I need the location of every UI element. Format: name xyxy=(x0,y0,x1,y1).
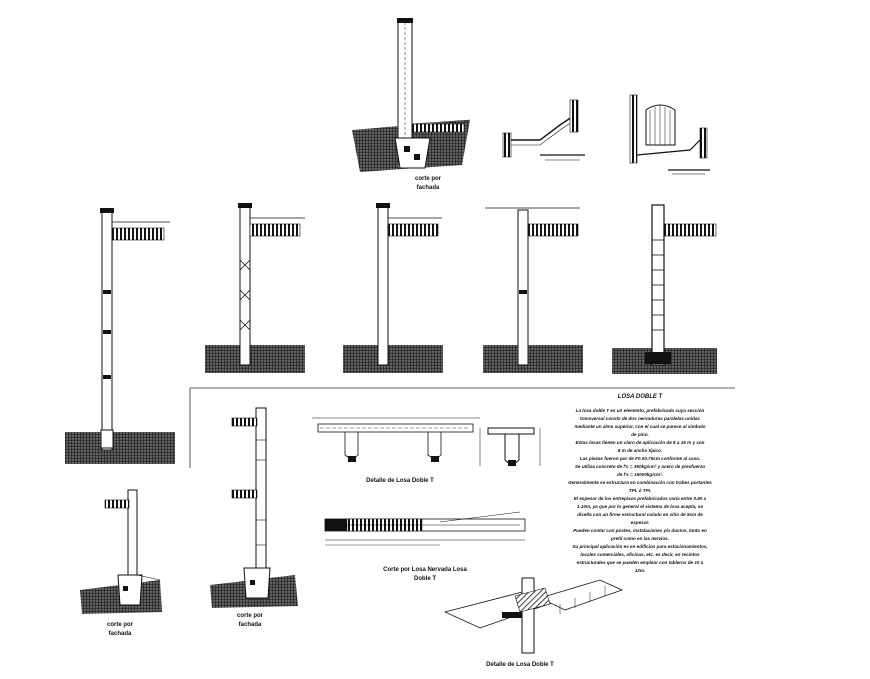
notes-lines: La losa doble T es un elemento, prefabri… xyxy=(568,408,712,573)
notes-line: pretil como en las nervios. xyxy=(610,536,669,541)
notes-line: Pueden contar con postes, instalaciones … xyxy=(573,528,707,533)
section-wall-2 xyxy=(205,203,305,373)
caption-corte-bl: corte por xyxy=(107,622,134,628)
notes-line: mediante un alma superior, con el cual s… xyxy=(575,424,706,429)
notes-line: Generalmente se estructura en combinació… xyxy=(568,480,712,485)
notes-line: de f's = 19000kg/cm². xyxy=(617,472,663,477)
caption-fachada-bc: fachada xyxy=(239,622,262,628)
notes-line: Su principal aplicación es en edificios … xyxy=(572,544,707,549)
notes-line: Las piezas fueron por de F0.00.75cm conf… xyxy=(580,456,701,461)
caption-corte-long: Corte por Losa Nervada Losa xyxy=(383,567,467,573)
section-wall-5 xyxy=(612,204,717,374)
caption-corte-bc: corte por xyxy=(237,613,264,619)
section-bottom-left-facade: corte por fachada xyxy=(80,489,162,637)
notes-line: diseña con un firme estructural colado e… xyxy=(577,512,703,517)
notes-title: LOSA DOBLE T xyxy=(618,394,664,400)
notes-line: Se utiliza concreto de f'c = 350kg/cm² y… xyxy=(575,464,705,469)
section-wall-3 xyxy=(343,203,443,373)
notes-line: transversal consta de dos nervaduras par… xyxy=(580,416,700,421)
notes-line: 1.10m, ya que por lo general el sistema … xyxy=(577,504,703,509)
notes-line: de pino. xyxy=(631,432,649,437)
section-top-facade: corte por fachada xyxy=(352,18,471,191)
caption-corte-long-2: Doble T xyxy=(414,576,436,582)
caption-corte-top: corte por xyxy=(415,176,442,182)
caption-fachada-top: fachada xyxy=(417,185,440,191)
notes-line: Estas losas tienen un claro de aplicació… xyxy=(576,440,705,445)
notes-line: locales comerciales, oficinas, etc. es d… xyxy=(580,552,700,557)
caption-fachada-bl: fachada xyxy=(109,631,132,637)
footing xyxy=(394,137,431,169)
notes-line: 12m. xyxy=(635,568,645,573)
notes-line: estructurales que se pueden emplear con … xyxy=(577,560,704,565)
separator-line xyxy=(189,387,735,468)
notes-line: espesor. xyxy=(631,520,650,525)
detail-isometric: Detalle de Losa Doble T xyxy=(443,577,624,668)
detail-double-t-sections: Detalle de Losa Doble T xyxy=(312,417,541,484)
detail-water-tank xyxy=(629,94,710,175)
beam-slab xyxy=(411,123,465,133)
caption-detalle-iso: Detalle de Losa Doble T xyxy=(486,662,554,668)
notes-block: LOSA DOBLE T La losa doble T es un eleme… xyxy=(568,394,712,573)
detail-longitudinal-section: Corte por Losa Nervada Losa Doble T xyxy=(324,511,526,582)
section-bottom-center-facade: corte por fachada xyxy=(210,407,298,628)
detail-stair-connection xyxy=(502,99,585,161)
notes-line: La losa doble T es un elemento, prefabri… xyxy=(576,408,705,413)
section-wall-4 xyxy=(483,207,583,373)
notes-line: El espesor de los entrepisos prefabricad… xyxy=(574,496,707,501)
caption-detalle-losa: Detalle de Losa Doble T xyxy=(366,478,434,484)
notes-line: TPL ó TPI. xyxy=(629,488,651,493)
section-wall-1 xyxy=(65,208,175,464)
notes-line: 8 m de ancho típico. xyxy=(618,448,662,453)
